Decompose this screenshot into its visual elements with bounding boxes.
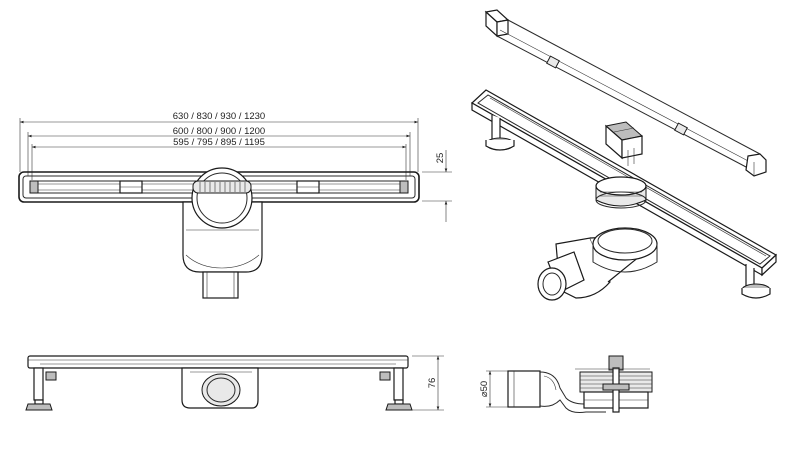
side-height-label: 76 [427, 378, 438, 389]
grate-length-label: 595 / 795 / 895 / 1195 [173, 137, 265, 148]
top-view: 630 / 830 / 930 / 1230 600 / 800 / 900 /… [18, 111, 452, 299]
front-right-foot [379, 367, 413, 411]
top-height-label: 25 [435, 153, 446, 164]
outlet-diameter-label: ⌀50 [479, 381, 490, 397]
inner-length-label: 600 / 800 / 900 / 1200 [173, 126, 265, 137]
top-view-dimensions: 630 / 830 / 930 / 1230 600 / 800 / 900 /… [19, 111, 452, 222]
overall-length-label: 630 / 830 / 930 / 1230 [173, 111, 265, 122]
grate-isometric [484, 9, 767, 177]
front-view: 76 [25, 355, 444, 411]
outlet-top [182, 167, 263, 299]
channel-isometric [470, 89, 778, 301]
trap-insert [604, 121, 644, 166]
front-left-foot [25, 367, 57, 411]
side-section-view: ⌀50 [479, 355, 653, 413]
